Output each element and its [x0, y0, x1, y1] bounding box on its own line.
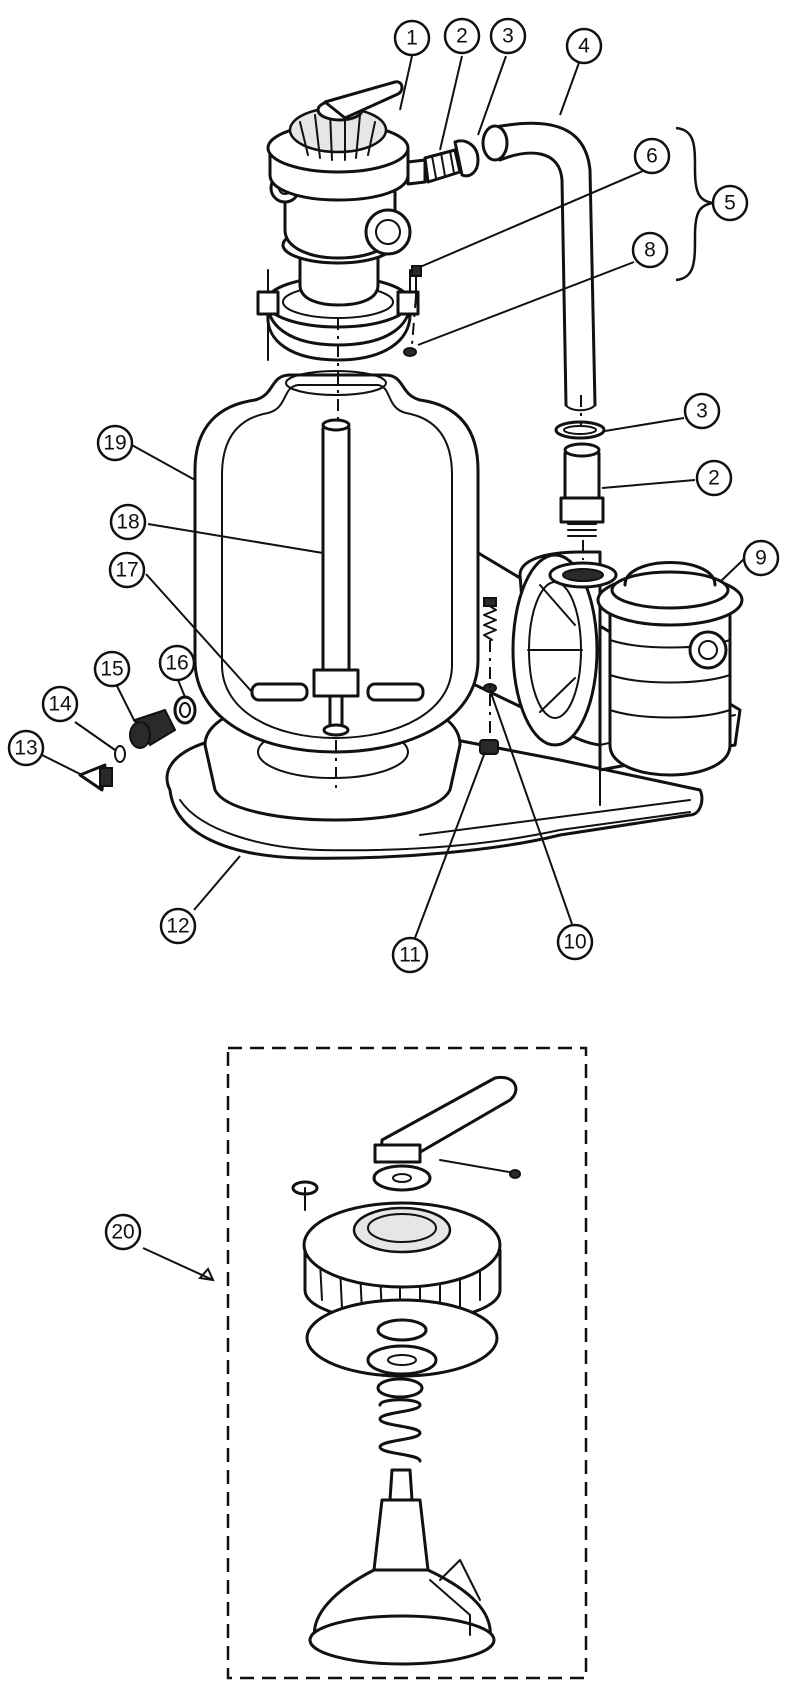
svg-text:16: 16	[165, 652, 188, 675]
svg-text:10: 10	[563, 931, 586, 954]
svg-text:13: 13	[14, 737, 37, 760]
svg-text:5: 5	[724, 192, 736, 215]
inset-rotor-seal	[366, 1318, 438, 1376]
svg-text:17: 17	[115, 559, 138, 582]
callout-18: 18	[109, 503, 147, 541]
svg-text:20: 20	[111, 1221, 134, 1244]
plug-11	[479, 739, 499, 755]
inset-washer	[372, 1164, 432, 1192]
callout-13: 13	[7, 729, 45, 767]
nut-8	[403, 347, 417, 357]
inset-valve-handle	[373, 1075, 521, 1179]
callout-3-lower: 3	[683, 392, 721, 430]
callout-1: 1	[393, 19, 431, 57]
callout-9: 9	[742, 539, 780, 577]
svg-text:11: 11	[399, 944, 421, 967]
svg-text:15: 15	[100, 658, 123, 681]
svg-text:1: 1	[406, 27, 418, 50]
callout-12: 12	[159, 907, 197, 945]
svg-text:18: 18	[116, 511, 139, 534]
inset-spring	[376, 1377, 424, 1463]
callout-16: 16	[158, 644, 196, 682]
callout-14: 14	[41, 685, 79, 723]
inset-frame	[226, 1046, 588, 1680]
spring-10	[483, 597, 497, 693]
pump	[511, 550, 744, 777]
callout-17: 17	[108, 551, 146, 589]
svg-text:3: 3	[502, 25, 514, 48]
svg-text:6: 6	[646, 145, 658, 168]
svg-text:9: 9	[755, 547, 767, 570]
inset-small-washer	[291, 1180, 319, 1211]
svg-text:19: 19	[103, 432, 126, 455]
callout-19: 19	[96, 424, 134, 462]
callout-8: 8	[631, 231, 669, 269]
svg-text:14: 14	[48, 693, 72, 716]
brace-group-5	[675, 126, 713, 282]
callout-4: 4	[565, 27, 603, 65]
callout-10: 10	[556, 923, 594, 961]
callout-3: 3	[489, 17, 527, 55]
drain-gasket-16	[173, 695, 197, 725]
svg-text:3: 3	[696, 400, 708, 423]
lateral-right	[366, 682, 425, 702]
callout-11: 11	[391, 936, 429, 974]
multiport-valve	[266, 80, 480, 307]
drain-fitting-15	[129, 708, 177, 749]
callout-15: 15	[93, 650, 131, 688]
svg-text:12: 12	[166, 915, 189, 938]
assembly-axis-lines	[335, 295, 584, 790]
callout-2: 2	[443, 17, 481, 55]
svg-text:4: 4	[578, 35, 590, 58]
callout-2-lower: 2	[695, 459, 733, 497]
lateral-left	[250, 682, 309, 702]
hose	[481, 121, 597, 412]
screw-6	[411, 265, 422, 297]
inset-diverter-base	[308, 1468, 496, 1666]
svg-text:8: 8	[644, 239, 656, 262]
drain-oring-14	[114, 745, 126, 763]
callout-6: 6	[633, 137, 671, 175]
hose-adapter-lower	[559, 442, 605, 537]
svg-text:2: 2	[456, 25, 468, 48]
svg-text:2: 2	[708, 467, 720, 490]
callout-5: 5	[711, 184, 749, 222]
leader-lines	[41, 55, 746, 1282]
callout-20: 20	[104, 1213, 142, 1251]
standpipe	[312, 418, 360, 737]
drain-cap-13	[78, 763, 113, 792]
